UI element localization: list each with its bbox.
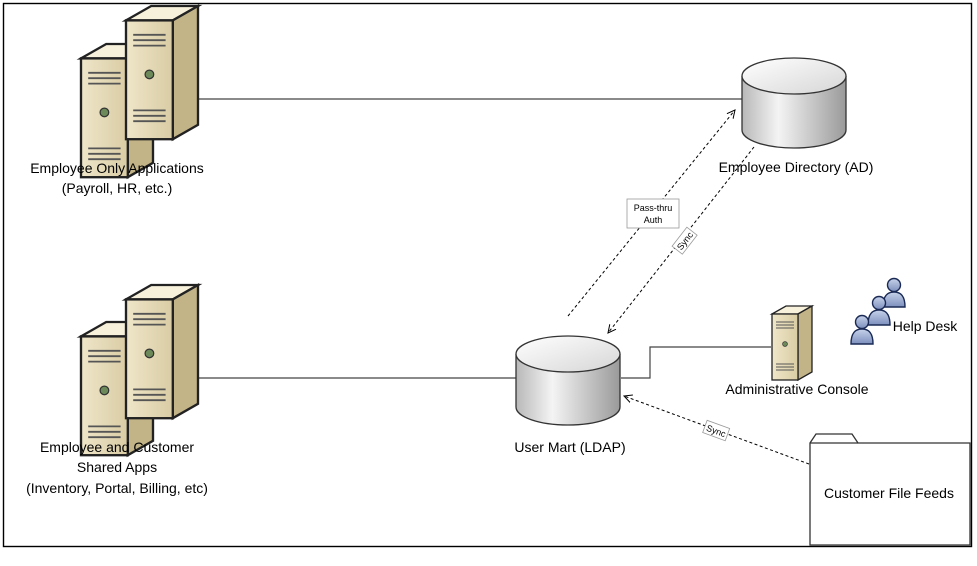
- employee-directory-cylinder: [741, 57, 847, 149]
- customer-feeds-label: Customer File Feeds: [824, 485, 954, 501]
- shared-apps-label-line1: Employee and Customer: [40, 439, 194, 455]
- admin-console-label: Administrative Console: [725, 381, 868, 397]
- shared-apps-label-line2: Shared Apps: [77, 459, 157, 475]
- employee-directory-label: Employee Directory (AD): [719, 159, 874, 175]
- passthru-auth-label: Pass-thru Auth: [626, 198, 680, 229]
- customer-feeds-folder-icon: [809, 433, 971, 546]
- admin-console-server: [771, 305, 813, 381]
- passthru-auth-line1: Pass-thru: [634, 203, 673, 213]
- employee-apps-label-line2: (Payroll, HR, etc.): [62, 180, 172, 196]
- employee-apps-label-line1: Employee Only Applications: [30, 160, 204, 176]
- shared-apps-label-line3: (Inventory, Portal, Billing, etc): [26, 480, 208, 496]
- user-mart-cylinder: [515, 335, 621, 426]
- help-desk-label: Help Desk: [893, 318, 959, 334]
- edge-usermart-to-console: [621, 346, 771, 379]
- sync-feeds-label: Sync: [702, 419, 731, 442]
- passthru-auth-line2: Auth: [644, 215, 663, 225]
- user-mart-label: User Mart (LDAP): [514, 439, 625, 455]
